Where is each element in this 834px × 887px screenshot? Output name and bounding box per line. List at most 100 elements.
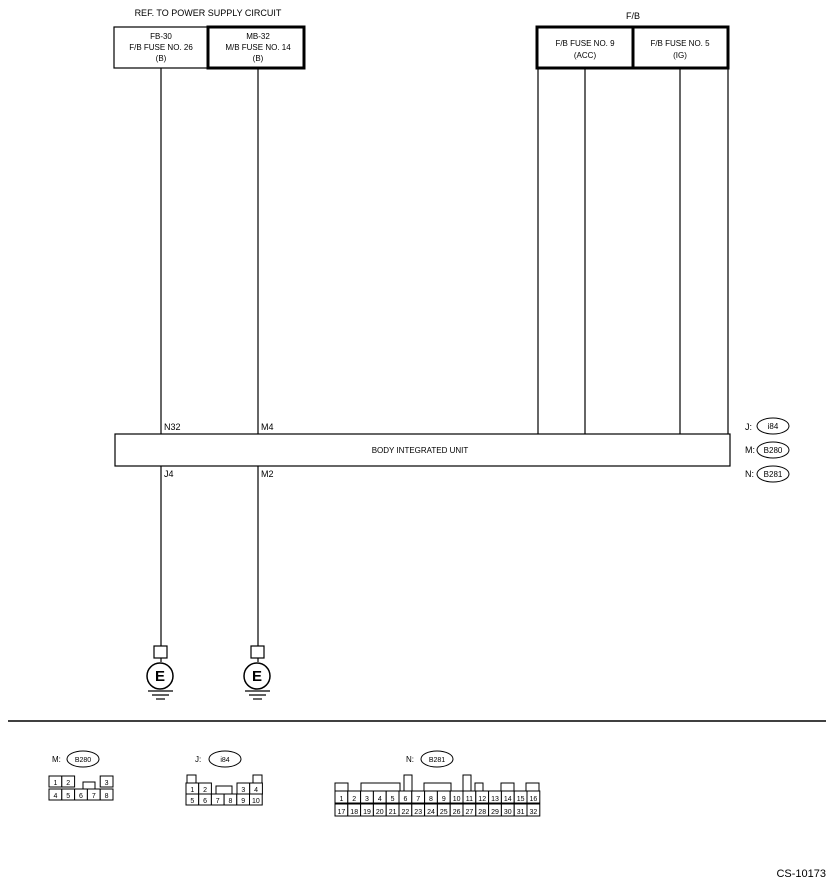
fuse-mb32-line3: (B) xyxy=(253,54,264,63)
pin-b281-7: 7 xyxy=(416,796,420,803)
connector-b281-code: B281 xyxy=(429,757,445,764)
fuse-mb32-line2: M/B FUSE NO. 14 xyxy=(225,43,291,52)
connector-i84-code: i84 xyxy=(220,757,229,764)
pin-i84-9: 9 xyxy=(241,798,245,805)
pin-b281-24: 24 xyxy=(427,809,435,816)
fuse-fb9-line1: F/B FUSE NO. 9 xyxy=(555,39,615,48)
pin-b281-10: 10 xyxy=(453,796,461,803)
pin-b281-26: 26 xyxy=(453,809,461,816)
pin-b281-19: 19 xyxy=(363,809,371,816)
pin-b280-4: 4 xyxy=(53,793,57,800)
pin-i84-10: 10 xyxy=(252,798,260,805)
fuse-fb5: F/B FUSE NO. 5 (IG) xyxy=(631,25,730,70)
pin-b281-9: 9 xyxy=(442,796,446,803)
pin-b281-13: 13 xyxy=(491,796,499,803)
connector-i84-prefix: J: xyxy=(195,755,201,764)
connector-b280-code: B280 xyxy=(75,757,91,764)
fb-label: F/B xyxy=(626,11,640,21)
pin-b280-2: 2 xyxy=(66,780,70,787)
pin-b280-2-cell xyxy=(61,775,76,788)
pin-i84-4: 4 xyxy=(254,787,258,794)
connector-b280: M: B280 1 2 3 4 5 6 7 8 xyxy=(48,750,114,801)
pin-b281-14: 14 xyxy=(504,796,512,803)
figure-code: CS-10173 xyxy=(776,868,826,880)
pin-b281-18: 18 xyxy=(350,809,358,816)
ground-symbol-1: E xyxy=(146,645,174,700)
pin-i84-1: 1 xyxy=(190,787,194,794)
legend-m-prefix: M: xyxy=(745,445,755,455)
wires-top xyxy=(160,68,729,434)
pin-b281-23: 23 xyxy=(414,809,422,816)
pin-b280-7: 7 xyxy=(92,793,96,800)
pin-b281-29: 29 xyxy=(491,809,499,816)
fuse-fb9: F/B FUSE NO. 9 (ACC) xyxy=(535,25,635,70)
terminal-m2: M2 xyxy=(261,469,274,479)
pin-b280-1: 1 xyxy=(53,780,57,787)
fuse-fb30: FB-30 F/B FUSE NO. 26 (B) xyxy=(113,26,209,69)
terminal-m4: M4 xyxy=(261,422,274,432)
pin-b281-32-cell xyxy=(526,803,541,817)
pin-b280-8-cell xyxy=(99,788,114,801)
wires-bottom xyxy=(160,466,259,646)
pin-i84-6: 6 xyxy=(203,798,207,805)
pin-i84-5: 5 xyxy=(190,798,194,805)
pin-b280-3-cell xyxy=(99,775,114,788)
connector-b281-prefix: N: xyxy=(406,755,414,764)
pin-b281-2: 2 xyxy=(352,796,356,803)
fuse-mb32: MB-32 M/B FUSE NO. 14 (B) xyxy=(206,25,306,70)
pin-i84-8: 8 xyxy=(228,798,232,805)
connector-legend: J: i84 M: B280 N: B281 xyxy=(745,417,790,483)
pin-b280-5: 5 xyxy=(66,793,70,800)
pin-b281-5: 5 xyxy=(391,796,395,803)
pin-b281-25: 25 xyxy=(440,809,448,816)
pin-b281-27: 27 xyxy=(466,809,474,816)
fuse-fb5-line2: (IG) xyxy=(673,51,687,60)
ground-symbol-2: E xyxy=(243,645,271,700)
pin-b281-22: 22 xyxy=(402,809,410,816)
terminal-n32: N32 xyxy=(164,422,181,432)
pin-b281-8: 8 xyxy=(429,796,433,803)
legend-n-code: B281 xyxy=(764,470,783,479)
pin-b281-17: 17 xyxy=(338,809,346,816)
ref-power-supply-label: REF. TO POWER SUPPLY CIRCUIT xyxy=(135,8,282,18)
pin-b281-6: 6 xyxy=(403,796,407,803)
pin-b281-16: 16 xyxy=(530,796,538,803)
pin-b281-15: 15 xyxy=(517,796,525,803)
connector-i84: J: i84 1 2 3 4 5 6 7 8 9 10 xyxy=(185,750,263,806)
fuse-fb30-line1: FB-30 xyxy=(150,32,172,41)
fuse-fb5-line1: F/B FUSE NO. 5 xyxy=(650,39,710,48)
pin-b281-31: 31 xyxy=(517,809,525,816)
body-integrated-unit: BODY INTEGRATED UNIT xyxy=(114,433,731,467)
connector-b280-prefix: M: xyxy=(52,755,61,764)
pin-b281-12: 12 xyxy=(478,796,486,803)
pin-b281-1: 1 xyxy=(339,796,343,803)
fuse-fb30-line2: F/B FUSE NO. 26 xyxy=(129,43,193,52)
pin-b281-16-cell xyxy=(526,790,541,804)
pin-i84-2: 2 xyxy=(203,787,207,794)
fuse-fb9-line2: (ACC) xyxy=(574,51,597,60)
fuse-fb30-line3: (B) xyxy=(156,54,167,63)
pin-b281-30: 30 xyxy=(504,809,512,816)
pin-b281-28: 28 xyxy=(478,809,486,816)
pin-b281-21: 21 xyxy=(389,809,397,816)
pin-b281-4: 4 xyxy=(378,796,382,803)
legend-j-code: i84 xyxy=(768,422,779,431)
pin-b281-3: 3 xyxy=(365,796,369,803)
legend-n-prefix: N: xyxy=(745,469,754,479)
pin-b281-32: 32 xyxy=(530,809,538,816)
terminal-j4: J4 xyxy=(164,469,174,479)
legend-j-prefix: J: xyxy=(745,422,752,432)
pin-b280-3: 3 xyxy=(105,780,109,787)
legend-m-code: B280 xyxy=(764,446,783,455)
pin-i84-10-cell xyxy=(249,793,263,806)
pin-i84-3: 3 xyxy=(241,787,245,794)
unit-label: BODY INTEGRATED UNIT xyxy=(372,446,469,455)
pin-i84-7: 7 xyxy=(216,798,220,805)
ground-e-label-2: E xyxy=(252,668,262,685)
pin-b281-11: 11 xyxy=(466,796,473,803)
pin-b281-20: 20 xyxy=(376,809,384,816)
pin-b280-6: 6 xyxy=(79,793,83,800)
pin-b280-8: 8 xyxy=(105,793,109,800)
